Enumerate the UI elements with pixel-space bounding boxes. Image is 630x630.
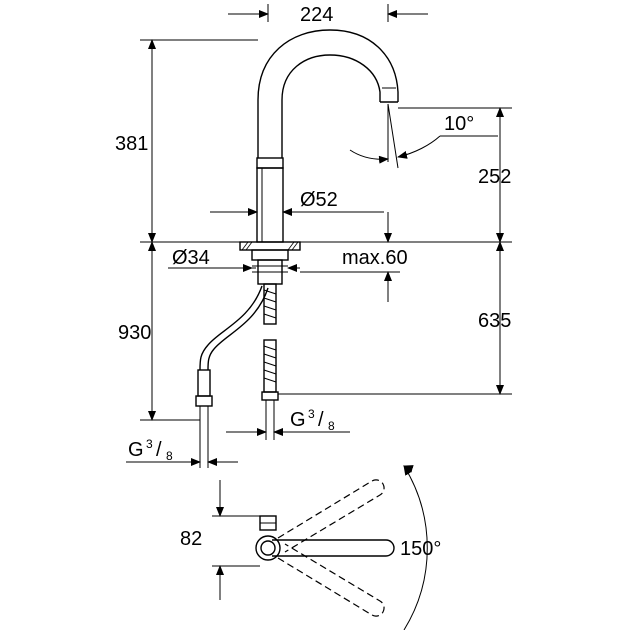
thread-left-slash: /	[156, 439, 162, 461]
dim-d34-label: Ø34	[172, 247, 210, 269]
dimension-thread-left: G 3 / 8	[126, 437, 238, 466]
dim-150deg-label: 150°	[400, 538, 441, 560]
dim-82-label: 82	[180, 528, 202, 550]
dimension-hose-below-deck: 635	[278, 241, 512, 395]
top-view	[255, 479, 395, 617]
thread-left-num: 3	[146, 437, 153, 451]
dim-635-label: 635	[478, 310, 511, 332]
supply-hose-right	[261, 283, 279, 440]
dimension-height-above-deck: 381	[115, 39, 258, 243]
dimension-spout-angle: 10°	[349, 103, 498, 169]
dim-10deg-label: 10°	[444, 113, 474, 135]
dim-381-label: 381	[115, 133, 148, 155]
supply-hose-left	[195, 285, 269, 468]
dimension-mount-hole: Ø34	[168, 247, 300, 272]
thread-right-slash: /	[318, 409, 324, 431]
thread-right-den: 8	[328, 419, 335, 433]
dimension-body-diameter: Ø52	[210, 189, 384, 216]
thread-left-den: 8	[166, 449, 173, 463]
dimension-spout-reach: 224	[228, 4, 428, 26]
dim-252-label: 252	[478, 166, 511, 188]
dimension-outlet-height: 252	[398, 107, 512, 243]
dimension-total-hose: 930	[118, 241, 200, 421]
dimension-base-offset: 82	[180, 480, 260, 600]
flange-hatching	[241, 241, 299, 251]
dim-930-label: 930	[118, 322, 151, 344]
dim-224-label: 224	[300, 4, 333, 26]
dim-max60-label: max.60	[342, 247, 408, 269]
dimension-swivel-range: 150°	[400, 465, 441, 630]
thread-right-num: 3	[308, 407, 315, 421]
thread-right-prefix: G	[290, 409, 306, 431]
dim-d52-label: Ø52	[300, 189, 338, 211]
faucet-body	[239, 29, 399, 285]
thread-left-prefix: G	[128, 439, 144, 461]
dimension-deck-thickness: max.60	[300, 212, 408, 302]
dimension-thread-right: G 3 / 8	[226, 407, 350, 436]
